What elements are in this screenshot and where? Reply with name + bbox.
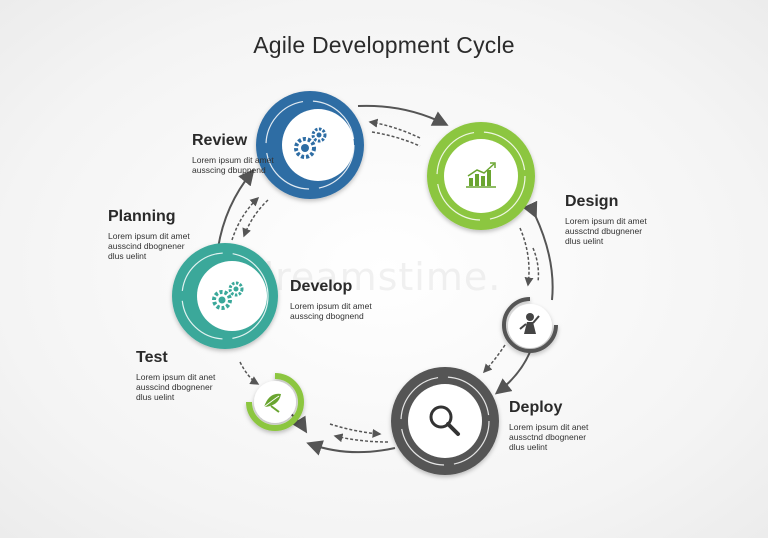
review-node — [256, 91, 364, 199]
design-label: Design Lorem ipsum dit amet aussctnd dbu… — [565, 193, 647, 246]
test-label: Test Lorem ipsum dit anet ausscind dbogn… — [136, 349, 215, 402]
gears-icon — [294, 127, 327, 159]
design-text: Lorem ipsum dit amet aussctnd dbugnener … — [565, 216, 647, 246]
design-title: Design — [565, 193, 619, 210]
test-text: Lorem ipsum dit anet ausscind dbognener … — [136, 372, 216, 402]
arrow-person-to-deploy — [494, 351, 531, 395]
magnifier-icon — [429, 405, 460, 436]
dotted-arrow-person-deploy — [482, 344, 506, 374]
deploy-node — [391, 367, 499, 475]
leaf-icon — [263, 393, 281, 413]
connector-arrows — [217, 104, 554, 456]
gears-icon-develop — [212, 281, 244, 310]
deploy-label: Deploy Lorem ipsum dit anet aussctnd dbo… — [509, 399, 588, 452]
review-text: Lorem ipsum dit amet ausscing dbupnend — [192, 155, 274, 175]
planning-text: Lorem ipsum dit amet ausscind dbognener … — [108, 231, 190, 261]
planning-title: Planning — [108, 208, 176, 225]
dotted-arrow-review-to-design — [371, 131, 421, 147]
develop-title: Develop — [290, 278, 353, 295]
dotted-arrow-deploy-to-test — [333, 433, 389, 443]
arrow-deploy-to-test — [306, 440, 396, 456]
dotted-arrow-planning-review — [231, 196, 260, 241]
deploy-title: Deploy — [509, 399, 563, 416]
planning-label: Planning Lorem ipsum dit amet ausscind d… — [108, 208, 190, 261]
deploy-text: Lorem ipsum dit anet aussctnd dbognener … — [509, 422, 589, 452]
dotted-arrow-develop-to-test — [239, 361, 260, 385]
dotted-arrow-review-planning — [242, 199, 269, 238]
arrow-review-to-design — [357, 104, 449, 126]
dotted-arrow-design-down — [519, 227, 534, 287]
develop-node — [172, 243, 278, 349]
dotted-arrow-design-down-2 — [532, 247, 540, 283]
dotted-arrow-design-to-review — [368, 118, 421, 139]
test-title: Test — [136, 349, 168, 366]
arrow-planning-to-review — [217, 168, 255, 249]
review-label: Review Lorem ipsum dit amet ausscing dbu… — [192, 132, 274, 175]
develop-text: Lorem ipsum dit amet ausscing dbognend — [290, 301, 372, 321]
review-title: Review — [192, 132, 248, 149]
chart-icon — [466, 162, 496, 188]
diagram-title: Agile Development Cycle — [253, 32, 515, 58]
person-icon — [519, 313, 540, 334]
arrow-design-side — [522, 200, 554, 301]
develop-label: Develop Lorem ipsum dit amet ausscing db… — [290, 278, 372, 321]
dotted-arrow-test-to-deploy — [329, 423, 382, 438]
